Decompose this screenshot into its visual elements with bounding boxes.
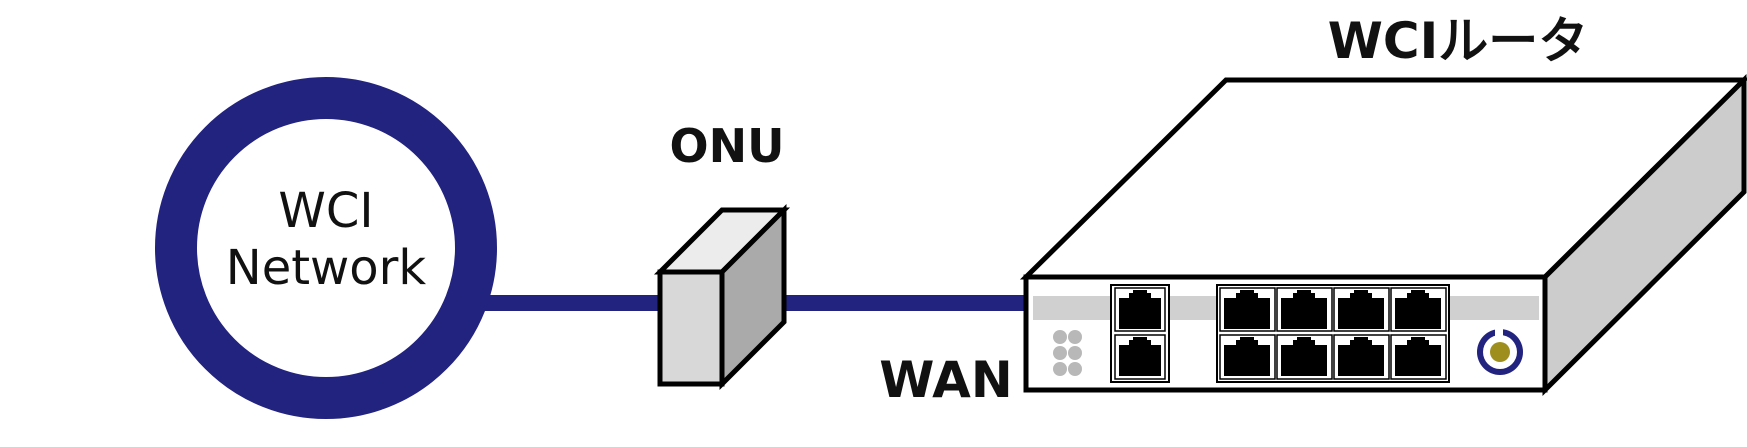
onu-device <box>653 203 791 391</box>
network-label-line2: Network <box>226 240 427 296</box>
wan-port-bottom <box>1114 334 1166 380</box>
lan-port-8 <box>1390 334 1447 380</box>
status-led-grid <box>1053 330 1082 376</box>
wci-router <box>1019 74 1747 397</box>
lan-port-4 <box>1390 287 1447 332</box>
wan-port-top <box>1114 287 1166 332</box>
wci-network-cloud: WCI Network <box>155 77 497 419</box>
lan-port-3 <box>1333 287 1390 332</box>
lan-port-5 <box>1219 334 1276 380</box>
lan-port-6 <box>1276 334 1333 380</box>
lan-port-1 <box>1219 287 1276 332</box>
lan-port-2 <box>1276 287 1333 332</box>
network-label-line1: WCI <box>278 183 373 239</box>
router-label: WCIルータ <box>1328 12 1588 70</box>
onu-label: ONU <box>670 119 785 173</box>
brand-logo-icon <box>1477 325 1523 375</box>
lan-port-7 <box>1333 334 1390 380</box>
wan-port-label: WAN <box>879 351 1012 409</box>
